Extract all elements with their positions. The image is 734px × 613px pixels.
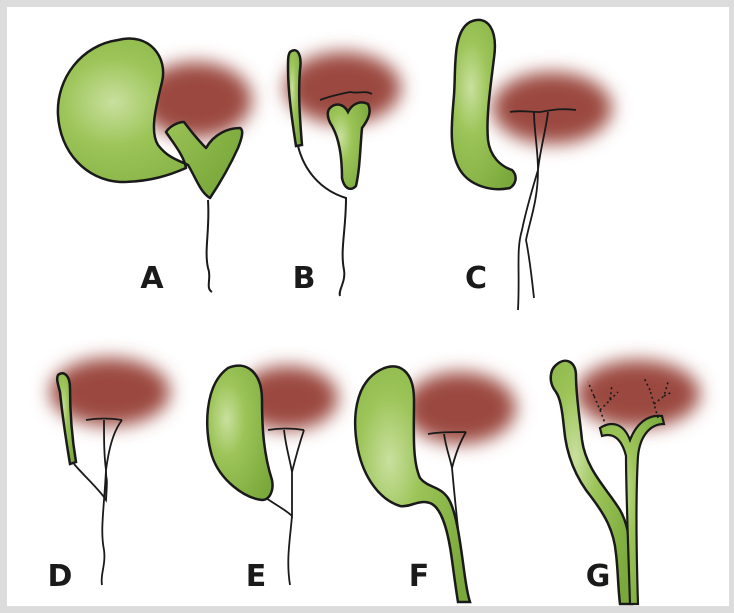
liver-shape — [492, 72, 612, 144]
panel-label-a: A — [140, 261, 164, 296]
panel-a — [58, 39, 252, 292]
hepatic-duct — [268, 429, 304, 473]
panel-label-f: F — [409, 559, 430, 594]
bile-duct — [207, 200, 212, 292]
liver-shape — [576, 360, 700, 428]
panel-b — [285, 50, 401, 296]
gallbladder-variants-diagram: A B C D E F G — [7, 7, 729, 606]
gallbladder-shape — [288, 50, 302, 146]
gallbladder-shape — [328, 102, 370, 188]
bile-duct — [74, 464, 107, 585]
panel-label-b: B — [293, 261, 316, 296]
panel-label-c: C — [465, 261, 487, 296]
panel-g — [551, 360, 700, 604]
hepatic-duct — [86, 419, 122, 471]
panel-f — [355, 367, 516, 602]
liver-shape — [404, 372, 516, 444]
panel-label-d: D — [48, 559, 73, 594]
panel-d — [50, 358, 170, 585]
figure-frame: A B C D E F G — [7, 7, 729, 606]
panel-e — [207, 366, 338, 585]
panel-label-e: E — [246, 559, 267, 594]
panel-label-g: G — [586, 559, 611, 594]
